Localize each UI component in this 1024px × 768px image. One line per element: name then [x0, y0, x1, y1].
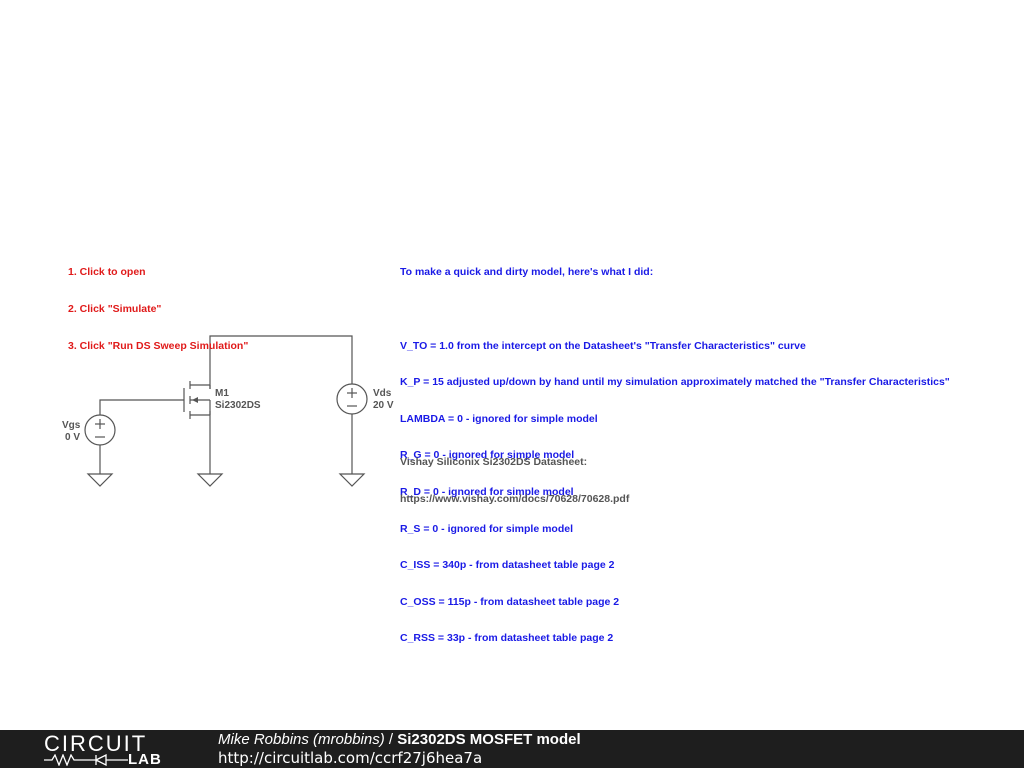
wire-gate — [99, 399, 184, 415]
instruction-line: 1. Click to open — [68, 266, 146, 279]
vds-value-label: 20 V — [373, 400, 394, 411]
ground-icon — [86, 473, 114, 487]
title-separator: / — [384, 731, 398, 748]
note-line: LAMBDA = 0 - ignored for simple model — [400, 412, 598, 425]
note-line: V_TO = 1.0 from the intercept on the Dat… — [400, 339, 806, 352]
note-line: R_S = 0 - ignored for simple model — [400, 522, 573, 535]
logo-waveform-icon — [44, 754, 128, 766]
instruction-line: 3. Click "Run DS Sweep Simulation" — [68, 339, 249, 352]
note-line: R_D = 0 - ignored for simple model — [400, 485, 574, 498]
vgs-value-label: 0 V — [65, 432, 81, 443]
vgs-name-label: Vgs — [62, 420, 81, 431]
vds-name-label: Vds — [373, 388, 392, 399]
circuit-url[interactable]: http://circuitlab.com/ccrf27j6hea7a — [218, 749, 483, 767]
vgs-source-symbol[interactable] — [84, 414, 116, 446]
note-line: K_P = 15 adjusted up/down by hand until … — [400, 376, 950, 389]
mosfet-part-label: Si2302DS — [215, 400, 261, 411]
note-line: C_OSS = 115p - from datasheet table page… — [400, 595, 620, 608]
footer-bar: CIRCUIT LAB Mike Robbins (mrobbins) / Si… — [0, 730, 1024, 768]
wire-drain — [209, 335, 353, 389]
ground-icon — [196, 473, 224, 487]
author-name[interactable]: Mike Robbins (mrobbins) — [218, 731, 385, 748]
circuit-schematic — [84, 335, 368, 487]
datasheet-label: Vishay Siliconix Si2302DS Datasheet: — [400, 456, 588, 469]
footer-title: Mike Robbins (mrobbins) / Si2302DS MOSFE… — [218, 731, 581, 749]
instructions-text: 1. Click to open 2. Click "Simulate" 3. … — [68, 242, 248, 376]
schematic-canvas[interactable]: M1 Si2302DS Vgs 0 V Vds 20 V 1. Click to… — [0, 0, 1024, 730]
datasheet-url: https://www.vishay.com/docs/70628/70628.… — [400, 493, 630, 505]
ground-icon — [338, 473, 366, 487]
logo-text-lab: LAB — [128, 751, 162, 768]
logo-text-circuit: CIRCUIT — [44, 731, 148, 756]
mosfet-name-label: M1 — [215, 388, 229, 399]
note-line: C_RSS = 33p - from datasheet table page … — [400, 632, 614, 645]
instruction-line: 2. Click "Simulate" — [68, 303, 162, 315]
circuitlab-logo[interactable]: CIRCUIT LAB — [44, 731, 176, 768]
note-line — [400, 303, 950, 315]
note-line: To make a quick and dirty model, here's … — [400, 266, 654, 279]
mosfet-symbol[interactable] — [183, 381, 211, 419]
circuit-title[interactable]: Si2302DS MOSFET model — [397, 731, 581, 748]
model-notes-text: To make a quick and dirty model, here's … — [400, 242, 950, 669]
note-line: R_G = 0 - ignored for simple model — [400, 449, 575, 462]
vds-source-symbol[interactable] — [336, 383, 368, 415]
datasheet-text: Vishay Siliconix Si2302DS Datasheet: htt… — [400, 432, 629, 530]
note-line: C_ISS = 340p - from datasheet table page… — [400, 559, 615, 572]
